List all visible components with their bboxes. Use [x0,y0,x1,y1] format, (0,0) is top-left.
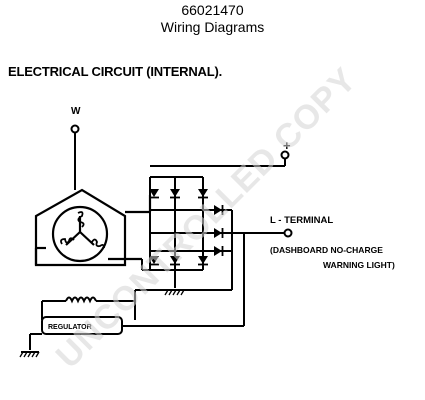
terminal-w: W [70,106,81,190]
document-header: 66021470 Wiring Diagrams [0,2,425,36]
terminal-w-label: W [71,106,81,117]
regulator-ground [19,351,40,358]
terminal-l-label: L - TERMINAL [270,215,333,226]
field-and-regulator [29,233,245,350]
terminal-l: L - TERMINAL (DASHBOARD NO-CHARGE WARNIN… [270,215,395,270]
regulator-label: REGULATOR [48,324,92,331]
section-title: ELECTRICAL CIRCUIT (INTERNAL). [8,64,223,79]
terminal-l-note-1: (DASHBOARD NO-CHARGE [270,245,383,255]
document-number: 66021470 [181,2,244,18]
terminal-plus: + [280,138,291,160]
terminal-plus-label: + [283,138,291,153]
document-title: Wiring Diagrams [160,19,265,35]
stator-winding [34,188,152,267]
terminal-l-note-2: WARNING LIGHT) [323,260,395,270]
